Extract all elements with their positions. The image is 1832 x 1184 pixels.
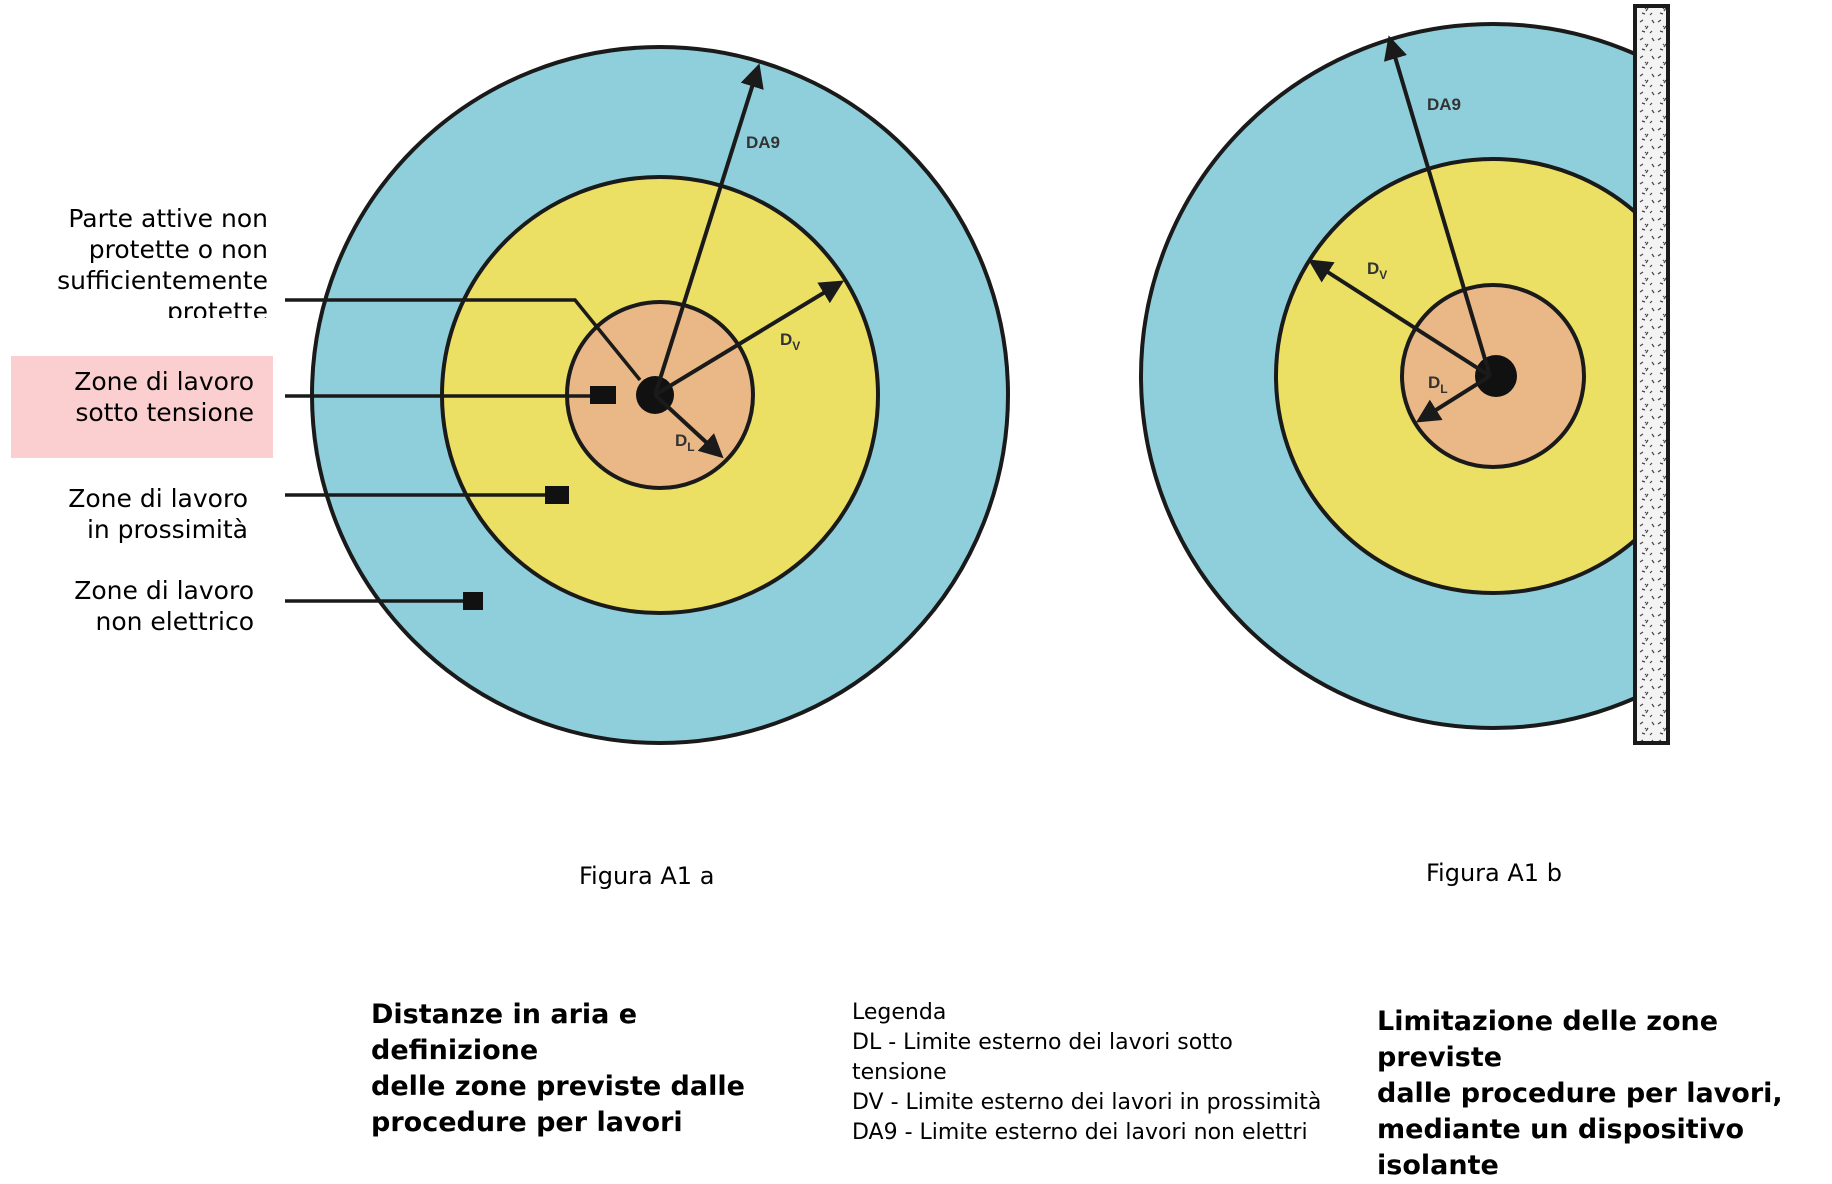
caption-figure-b: Figura A1 b (1426, 859, 1562, 887)
fig-b-dl-label: DL (1428, 373, 1448, 396)
leader-parte-attive (285, 298, 642, 382)
fig-b-dv-label: DV (1367, 259, 1387, 282)
label-non-elettrico: Zone di lavoro non elettrico (74, 576, 254, 636)
fig-a-da9-arrow (653, 63, 764, 396)
fig-a-dl-arrow (653, 393, 724, 459)
legend-item-dv: DV - Limite esterno dei lavori in prossi… (852, 1090, 1322, 1115)
legend-item-dl: DL - Limite esterno dei lavori sotto ten… (852, 1030, 1233, 1085)
fig-a-dl-label: DL (675, 431, 695, 454)
fig-b-dl-arrow (1415, 374, 1492, 423)
fig-b-da9-arrow (1383, 35, 1492, 377)
legend-item-da9: DA9 - Limite esterno dei lavori non elet… (852, 1120, 1308, 1142)
legend-heading: Legenda (852, 1000, 947, 1025)
title-right: Limitazione delle zone previste dalle pr… (1377, 1006, 1783, 1181)
title-left: Distanze in aria e definizione delle zon… (371, 999, 745, 1138)
label-sotto-tensione: Zone di lavoro sotto tensione (74, 367, 254, 427)
label-parte-attive: Parte attive non protette o non sufficie… (57, 204, 268, 318)
caption-figure-a: Figura A1 a (579, 862, 715, 890)
figure-b: DA9 DV DL (1139, 4, 1670, 745)
zones-diagram: DA9 DV DL DA9 DV DL (285, 4, 1670, 745)
fig-a-dv-arrow (653, 280, 845, 397)
fig-b-live-part (1475, 355, 1517, 397)
label-prossimita: Zone di lavoro in prossimità (68, 484, 248, 544)
figure-a: DA9 DV DL (285, 45, 1010, 745)
fig-a-da9-label: DA9 (746, 133, 780, 152)
highlight-sotto-tensione (11, 356, 273, 458)
fig-b-da9-label: DA9 (1427, 95, 1461, 114)
insulating-barrier (1633, 4, 1670, 745)
fig-b-dv-arrow (1307, 259, 1492, 378)
marker-non-elettrico (463, 592, 483, 610)
fig-a-dv-label: DV (780, 330, 800, 353)
legend: Legenda DL - Limite esterno dei lavori s… (852, 998, 1332, 1142)
marker-prossimita (545, 486, 569, 504)
marker-sotto-tensione (590, 386, 616, 404)
